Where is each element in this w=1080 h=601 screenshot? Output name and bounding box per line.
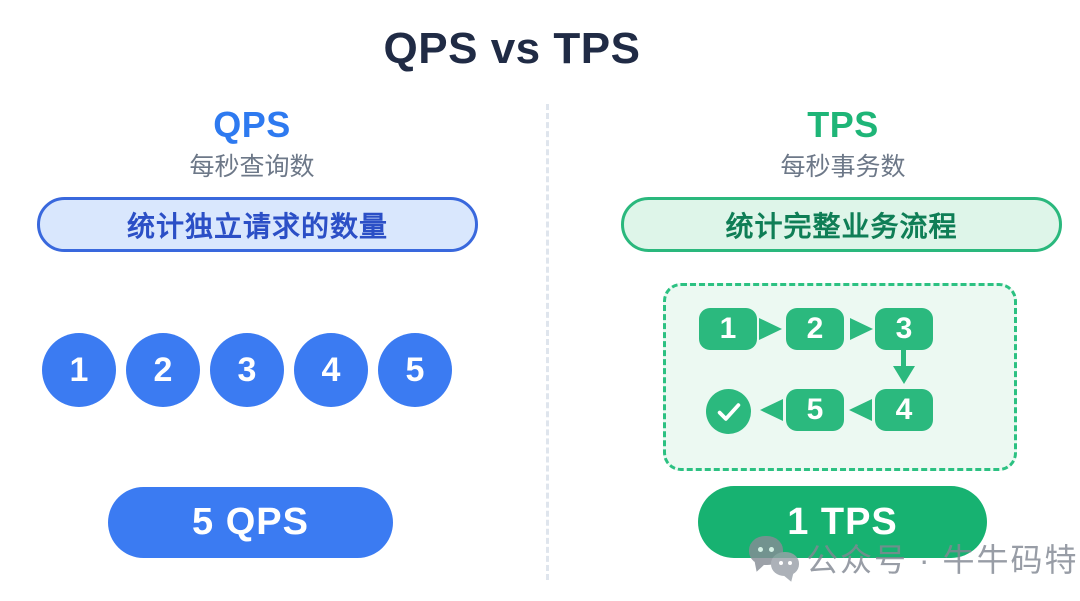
arrow-left-icon xyxy=(760,399,783,421)
qps-subtitle: 每秒查询数 xyxy=(189,153,315,181)
tps-result-label: 1 TPS xyxy=(787,500,898,543)
flow-step-2: 2 xyxy=(786,308,844,350)
tps-tagline-pill: 统计完整业务流程 xyxy=(621,197,1062,252)
flow-step-1: 1 xyxy=(699,308,757,350)
flow-step-5: 5 xyxy=(786,389,844,431)
wechat-bubble-small xyxy=(771,552,799,576)
check-icon xyxy=(706,389,751,434)
query-circle-4: 4 xyxy=(294,333,368,407)
qps-tagline-pill: 统计独立请求的数量 xyxy=(37,197,478,252)
query-circle-2: 2 xyxy=(126,333,200,407)
arrow-right-icon xyxy=(759,318,782,340)
qps-result-pill: 5 QPS xyxy=(108,487,393,558)
arrow-right-icon xyxy=(850,318,873,340)
qps-tagline-label: 统计独立请求的数量 xyxy=(126,210,388,242)
query-circle-1: 1 xyxy=(42,333,116,407)
tps-result-pill: 1 TPS xyxy=(698,486,987,558)
tps-tagline-label: 统计完整业务流程 xyxy=(725,210,958,242)
arrow-down-icon xyxy=(893,366,915,384)
watermark-text: 公众号 · 牛牛码特 xyxy=(806,542,1079,578)
tps-flow-box: 1 2 3 4 5 xyxy=(663,283,1017,471)
qps-result-label: 5 QPS xyxy=(192,501,309,543)
flow-step-3: 3 xyxy=(875,308,933,350)
query-circle-3: 3 xyxy=(210,333,284,407)
tps-heading: TPS xyxy=(807,104,879,145)
watermark: 公众号 · 牛牛码特 xyxy=(748,531,1078,585)
tps-subtitle: 每秒事务数 xyxy=(780,153,906,181)
wechat-icon xyxy=(748,531,802,585)
flow-step-4: 4 xyxy=(875,389,933,431)
qps-heading: QPS xyxy=(213,104,291,145)
column-divider xyxy=(546,104,549,580)
qps-query-circles: 1 2 3 4 5 xyxy=(42,333,452,407)
page-title: QPS vs TPS xyxy=(383,24,641,73)
query-circle-5: 5 xyxy=(378,333,452,407)
arrow-left-icon xyxy=(849,399,872,421)
arrow-down-icon xyxy=(901,350,906,367)
